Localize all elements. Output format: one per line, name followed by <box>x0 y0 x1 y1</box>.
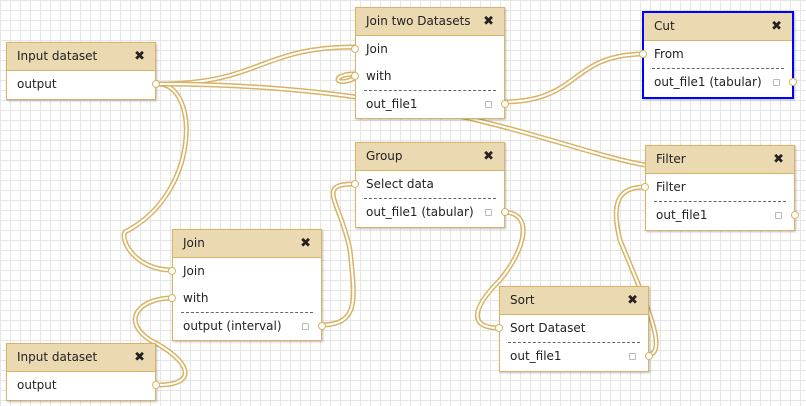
close-icon[interactable]: ✖ <box>483 149 494 164</box>
output-terminal[interactable] <box>501 100 509 108</box>
output-row: output <box>7 372 160 399</box>
input-row: Sort Dataset <box>495 315 648 342</box>
node-title[interactable]: Sort ✖ <box>500 287 648 315</box>
node-title[interactable]: Input dataset ✖ <box>7 344 155 372</box>
input-row: Filter <box>641 174 794 201</box>
divider <box>364 90 496 91</box>
output-label: out_file1 (tabular) <box>366 205 474 219</box>
checkbox-icon[interactable] <box>302 323 309 330</box>
input-terminal[interactable] <box>351 72 359 80</box>
node-title[interactable]: Filter ✖ <box>646 146 794 174</box>
input-terminal[interactable] <box>168 267 176 275</box>
connector-line <box>502 51 643 105</box>
connector-line-inner <box>502 53 643 103</box>
node-title[interactable]: Join two Datasets ✖ <box>356 8 504 36</box>
input-label: Sort Dataset <box>510 321 586 335</box>
input-terminal[interactable] <box>495 324 503 332</box>
input-terminal[interactable] <box>351 180 359 188</box>
node-join-two-datasets[interactable]: Join two Datasets ✖ Join with out_file1 <box>351 7 509 119</box>
node-title[interactable]: Join ✖ <box>173 230 321 258</box>
checkbox-icon[interactable] <box>485 101 492 108</box>
connector-line-inner <box>319 183 356 326</box>
output-row: out_file1 <box>646 202 799 229</box>
connector-line <box>157 44 356 87</box>
node-input-dataset-1[interactable]: Input dataset ✖ output <box>6 42 160 100</box>
node-title-label: Group <box>366 149 403 163</box>
output-terminal[interactable] <box>318 322 326 330</box>
output-row: out_file1 (tabular) <box>644 69 797 96</box>
node-title-label: Input dataset <box>17 350 98 364</box>
node-group[interactable]: Group ✖ Select data out_file1 (tabular) <box>351 142 509 228</box>
output-terminal[interactable] <box>152 381 160 389</box>
divider <box>652 68 784 69</box>
input-row: Select data <box>351 171 504 198</box>
input-label: with <box>183 291 209 305</box>
close-icon[interactable]: ✖ <box>134 350 145 365</box>
output-row: out_file1 <box>356 91 509 118</box>
output-label: out_file1 <box>656 208 708 222</box>
output-terminal[interactable] <box>152 80 160 88</box>
node-title-label: Join <box>183 236 205 250</box>
input-terminal[interactable] <box>641 183 649 191</box>
checkbox-icon[interactable] <box>773 79 780 86</box>
node-title-label: Cut <box>654 19 675 33</box>
output-label: out_file1 (tabular) <box>654 75 762 89</box>
output-row: out_file1 (tabular) <box>356 199 509 226</box>
input-label: Select data <box>366 177 434 191</box>
node-join[interactable]: Join ✖ Join with output (interval) <box>168 229 326 341</box>
node-title-label: Input dataset <box>17 49 98 63</box>
input-row: with <box>168 285 321 312</box>
node-title[interactable]: Group ✖ <box>356 143 504 171</box>
node-title[interactable]: Input dataset ✖ <box>7 43 155 71</box>
node-input-dataset-2[interactable]: Input dataset ✖ output <box>6 343 160 401</box>
input-terminal[interactable] <box>639 50 647 58</box>
output-label: output <box>17 77 57 91</box>
input-row: Join <box>351 36 504 63</box>
output-row: output (interval) <box>173 313 326 340</box>
output-terminal[interactable] <box>501 208 509 216</box>
divider <box>181 312 313 313</box>
divider <box>654 201 786 202</box>
output-terminal[interactable] <box>791 211 799 219</box>
output-label: output <box>17 378 57 392</box>
connector-line <box>319 181 356 328</box>
output-row: output <box>7 71 160 98</box>
divider <box>364 198 496 199</box>
output-terminal[interactable] <box>789 78 797 86</box>
node-title-label: Join two Datasets <box>366 14 471 28</box>
node-title[interactable]: Cut ✖ <box>644 13 792 41</box>
close-icon[interactable]: ✖ <box>483 14 494 29</box>
input-row: Join <box>168 258 321 285</box>
node-sort[interactable]: Sort ✖ Sort Dataset out_file1 <box>495 286 653 372</box>
close-icon[interactable]: ✖ <box>134 49 145 64</box>
input-label: From <box>654 47 684 61</box>
close-icon[interactable]: ✖ <box>627 293 638 308</box>
checkbox-icon[interactable] <box>775 212 782 219</box>
input-label: Join <box>183 264 205 278</box>
node-title-label: Sort <box>510 293 535 307</box>
connector-line-inner <box>157 46 356 85</box>
checkbox-icon[interactable] <box>485 209 492 216</box>
input-row: From <box>639 41 792 68</box>
output-row: out_file1 <box>500 343 653 370</box>
close-icon[interactable]: ✖ <box>771 19 782 34</box>
output-terminal[interactable] <box>645 352 653 360</box>
checkbox-icon[interactable] <box>629 353 636 360</box>
node-title-label: Filter <box>656 152 686 166</box>
input-label: Join <box>366 42 388 56</box>
close-icon[interactable]: ✖ <box>773 152 784 167</box>
output-label: out_file1 <box>366 97 418 111</box>
input-terminal[interactable] <box>351 45 359 53</box>
output-label: output (interval) <box>183 319 282 333</box>
output-label: out_file1 <box>510 349 562 363</box>
close-icon[interactable]: ✖ <box>300 236 311 251</box>
input-terminal[interactable] <box>168 294 176 302</box>
divider <box>508 342 640 343</box>
input-row: with <box>351 63 504 90</box>
node-cut[interactable]: Cut ✖ From out_file1 (tabular) <box>639 11 797 99</box>
input-label: with <box>366 69 392 83</box>
node-filter[interactable]: Filter ✖ Filter out_file1 <box>641 145 799 231</box>
input-label: Filter <box>656 180 686 194</box>
